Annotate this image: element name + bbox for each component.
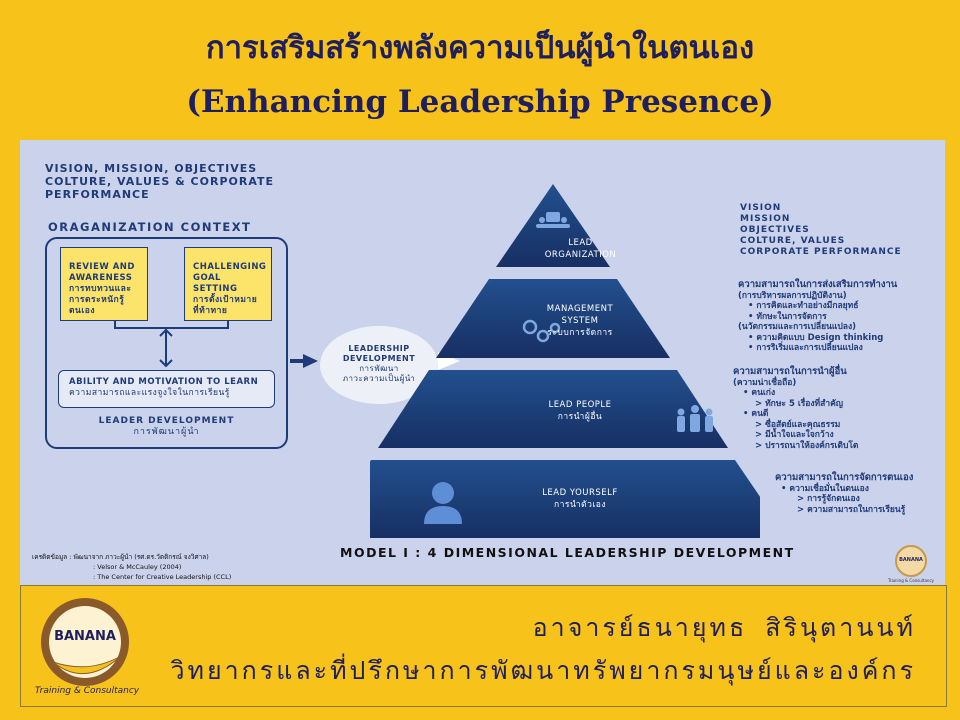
people-icon: [677, 405, 713, 432]
right-text-vision: VISION MISSION OBJECTIVES COLTURE, VALUE…: [740, 203, 902, 257]
gears-icon: [522, 319, 561, 343]
pyramid-level-2: [436, 279, 670, 358]
leader-development: LEADER DEVELOPMENT การพัฒนาผู้นำ: [98, 416, 235, 437]
diagram-panel: VISION, MISSION, OBJECTIVES COLTURE, VAL…: [20, 140, 945, 585]
ability-box: ABILITY AND MOTIVATION TO LEARN ความสามา…: [58, 370, 275, 408]
pyramid-level-4: [370, 460, 760, 538]
small-banana-logo: BANANA: [895, 545, 927, 577]
credit-text: เครดิตข้อมูล : พัฒนาจาก ภาวะผู้นำ (รศ.ดร…: [32, 553, 232, 581]
org-context-title: ORAGANIZATION CONTEXT: [48, 220, 252, 234]
pyramid: [370, 184, 760, 538]
model-caption: MODEL I : 4 DIMENSIONAL LEADERSHIP DEVEL…: [340, 545, 795, 560]
right-text-lead-people: ความสามารถในการนำผู้อื่น (ความน่าเชื่อถื…: [733, 366, 859, 451]
title-english: (Enhancing Leadership Presence): [186, 84, 774, 120]
top-left-text: VISION, MISSION, OBJECTIVES COLTURE, VAL…: [45, 162, 275, 201]
person-icon: [424, 482, 462, 524]
review-awareness-box: REVIEW AND AWARENESS การทบทวนและ การตระห…: [60, 247, 148, 321]
title-thai: การเสริมสร้างพลังความเป็นผู้นำในตนเอง: [205, 30, 755, 66]
logo-name: BANANA: [54, 629, 116, 644]
lead-organization-label: LEAD ORGANIZATION: [544, 238, 617, 260]
small-logo-tagline: Training & Consultancy: [887, 578, 935, 583]
organization-icon: [536, 212, 570, 228]
logo-tagline: Training & Consultancy: [34, 686, 140, 696]
goal-setting-box: CHALLENGING GOAL SETTING การตั้งเป้าหมาย…: [184, 247, 272, 321]
presenter-role: วิทยากรและที่ปรึกษาการพัฒนาทรัพยากรมนุษย…: [170, 656, 916, 685]
org-context-box: [45, 237, 288, 449]
presenter-footer: BANANA Training & Consultancy อาจารย์ธนา…: [20, 585, 947, 707]
right-text-management: ความสามารถในการส่งเสริมการทำงาน (การบริห…: [738, 279, 898, 353]
right-text-lead-yourself: ความสามารถในการจัดการตนเอง • ความเชื่อมั…: [775, 472, 914, 515]
management-system-label: MANAGEMENT SYSTEM ระบบการจัดการ: [546, 304, 614, 338]
lead-people-label: LEAD PEOPLE การนำผู้อื่น: [548, 400, 612, 422]
pyramid-level-3: [378, 370, 728, 448]
banana-logo: [41, 598, 129, 686]
lead-yourself-label: LEAD YOURSELF การนำตัวเอง: [542, 488, 618, 510]
presenter-name: อาจารย์ธนายุทธ สิรินุตานนท์: [532, 613, 916, 642]
